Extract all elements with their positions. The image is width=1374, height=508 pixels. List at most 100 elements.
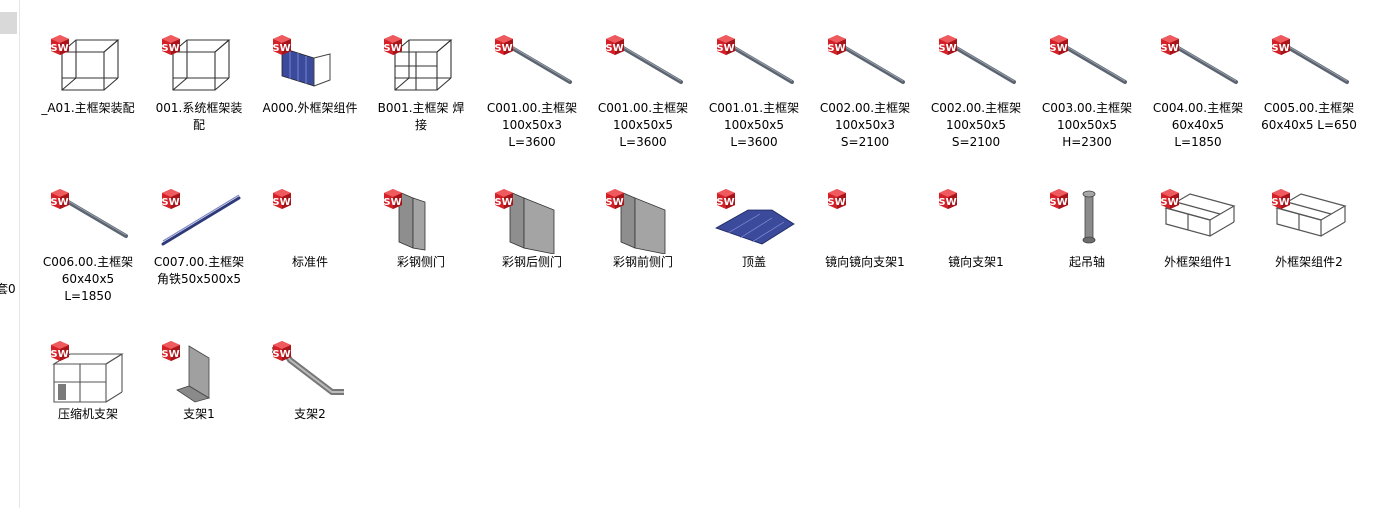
file-item[interactable]: SW C001.01.主框架 100x50x5 L=3600 <box>699 32 809 182</box>
solidworks-badge-icon: SW <box>938 35 957 55</box>
solidworks-badge-icon: SW <box>1049 189 1068 209</box>
file-item[interactable]: SW C004.00.主框架 60x40x5 L=1850 <box>1143 32 1253 182</box>
empty-part-icon: SW <box>270 188 352 254</box>
compressor-frame-icon: SW <box>48 340 130 406</box>
solidworks-badge-icon: SW <box>494 189 513 209</box>
svg-text:SW: SW <box>494 43 512 54</box>
file-item[interactable]: SW 彩钢后侧门 <box>477 186 587 336</box>
nav-item-clipped-label[interactable]: 套0 <box>0 282 16 296</box>
file-name-label: 彩钢前侧门 <box>612 255 673 269</box>
solidworks-badge-icon: SW <box>161 189 180 209</box>
file-name-label: C001.00.主框架 100x50x3 L=3600 <box>486 101 578 149</box>
file-item[interactable]: SW C007.00.主框架 角铁50x500x5 <box>144 186 254 336</box>
solidworks-badge-icon: SW <box>1160 189 1179 209</box>
file-item[interactable]: SW 彩钢前侧门 <box>588 186 698 336</box>
file-name-label: C005.00.主框架 60x40x5 L=650 <box>1261 101 1357 132</box>
blue-panel-icon: SW <box>270 34 352 100</box>
roof-icon: SW <box>714 188 796 254</box>
file-name-label: 彩钢侧门 <box>396 255 445 269</box>
file-name-label: C004.00.主框架 60x40x5 L=1850 <box>1152 101 1244 149</box>
file-name-label: 压缩机支架 <box>57 407 118 421</box>
solidworks-badge-icon: SW <box>50 189 69 209</box>
solidworks-badge-icon: SW <box>716 189 735 209</box>
empty-part-icon: SW <box>825 188 907 254</box>
svg-text:SW: SW <box>1049 197 1067 208</box>
solidworks-badge-icon: SW <box>1160 35 1179 55</box>
solidworks-badge-icon: SW <box>50 35 69 55</box>
solidworks-badge-icon: SW <box>1049 35 1068 55</box>
file-item[interactable]: SW C002.00.主框架 100x50x5 S=2100 <box>921 32 1031 182</box>
rod-icon: SW <box>825 34 907 100</box>
file-name-label: A000.外框架组件 <box>262 101 358 115</box>
back-door-icon: SW <box>492 188 574 254</box>
file-name-label: 外框架组件2 <box>1275 255 1343 269</box>
svg-text:SW: SW <box>938 43 956 54</box>
solidworks-badge-icon: SW <box>716 35 735 55</box>
rod-icon: SW <box>1047 34 1129 100</box>
svg-text:SW: SW <box>827 43 845 54</box>
svg-text:SW: SW <box>272 349 290 360</box>
svg-text:SW: SW <box>161 43 179 54</box>
file-name-label: B001.主框架 焊 接 <box>377 101 465 132</box>
file-name-label: C001.01.主框架 100x50x5 L=3600 <box>708 101 800 149</box>
solidworks-badge-icon: SW <box>827 189 846 209</box>
svg-text:SW: SW <box>494 197 512 208</box>
svg-text:SW: SW <box>716 197 734 208</box>
nav-scrollbar-thumb[interactable] <box>0 12 17 34</box>
svg-text:SW: SW <box>605 197 623 208</box>
rod-icon: SW <box>48 188 130 254</box>
navigation-pane[interactable]: 套0 <box>0 0 20 508</box>
file-item[interactable]: SW C005.00.主框架 60x40x5 L=650 <box>1254 32 1364 182</box>
solidworks-badge-icon: SW <box>494 35 513 55</box>
lifting-shaft-icon: SW <box>1047 188 1129 254</box>
file-item[interactable]: SW 压缩机支架 <box>33 338 143 488</box>
bent-bracket-icon: SW <box>270 340 352 406</box>
file-item[interactable]: SW 外框架组件1 <box>1143 186 1253 336</box>
file-name-label: C006.00.主框架 60x40x5 L=1850 <box>42 255 134 303</box>
rod-icon: SW <box>936 34 1018 100</box>
svg-text:SW: SW <box>1271 43 1289 54</box>
file-item[interactable]: SW C001.00.主框架 100x50x3 L=3600 <box>477 32 587 182</box>
svg-text:SW: SW <box>50 197 68 208</box>
file-item[interactable]: SW _A01.主框架装配 <box>33 32 143 182</box>
file-item[interactable]: SW 支架1 <box>144 338 254 488</box>
file-name-label: _A01.主框架装配 <box>41 101 135 115</box>
solidworks-badge-icon: SW <box>272 341 291 361</box>
solidworks-badge-icon: SW <box>272 189 291 209</box>
file-item[interactable]: SW B001.主框架 焊 接 <box>366 32 476 182</box>
file-name-label: 支架1 <box>183 407 215 421</box>
file-name-label: 镜向支架1 <box>948 255 1004 269</box>
svg-text:SW: SW <box>605 43 623 54</box>
svg-text:SW: SW <box>50 349 68 360</box>
file-name-label: 彩钢后侧门 <box>501 255 562 269</box>
bracket-icon: SW <box>159 340 241 406</box>
file-name-label: 外框架组件1 <box>1164 255 1232 269</box>
svg-text:SW: SW <box>383 43 401 54</box>
svg-text:SW: SW <box>1160 43 1178 54</box>
file-item[interactable]: SW C006.00.主框架 60x40x5 L=1850 <box>33 186 143 336</box>
solidworks-badge-icon: SW <box>161 35 180 55</box>
svg-text:SW: SW <box>161 349 179 360</box>
frame-weld-icon: SW <box>381 34 463 100</box>
svg-text:SW: SW <box>50 43 68 54</box>
file-name-label: C002.00.主框架 100x50x5 S=2100 <box>930 101 1022 149</box>
file-name-label: C007.00.主框架 角铁50x500x5 <box>153 255 245 286</box>
svg-text:SW: SW <box>716 43 734 54</box>
solidworks-badge-icon: SW <box>50 341 69 361</box>
solidworks-badge-icon: SW <box>605 189 624 209</box>
solidworks-badge-icon: SW <box>161 341 180 361</box>
front-door-icon: SW <box>603 188 685 254</box>
